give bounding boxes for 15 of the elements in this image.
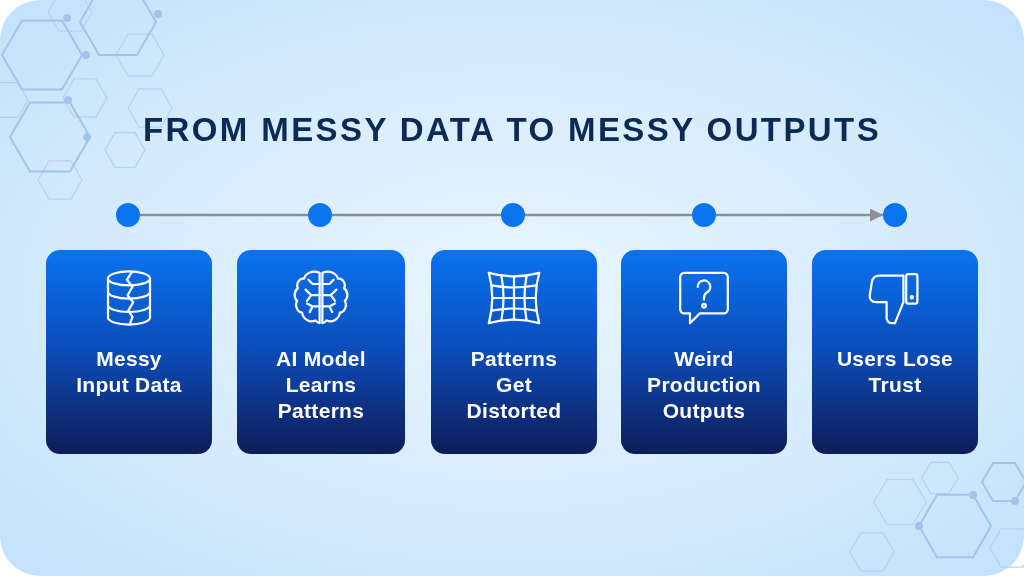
timeline-line (525, 213, 692, 217)
step-label: AI Model Learns Patterns (275, 346, 367, 424)
timeline-line (332, 213, 501, 217)
timeline-line (140, 213, 308, 217)
step-card (431, 250, 597, 454)
step-card (812, 250, 978, 454)
step-card (46, 250, 212, 454)
step-card (621, 250, 787, 454)
diagram-title: FROM MESSY DATA TO MESSY OUTPUTS (142, 110, 882, 150)
step-label: Weird Production Outputs (646, 346, 762, 424)
timeline-arrow (716, 208, 883, 222)
step-card (237, 250, 405, 454)
step-label: Users Lose Trust (835, 346, 955, 398)
step-label: Messy Input Data (75, 346, 183, 398)
step-label: Patterns Get Distorted (465, 346, 563, 424)
